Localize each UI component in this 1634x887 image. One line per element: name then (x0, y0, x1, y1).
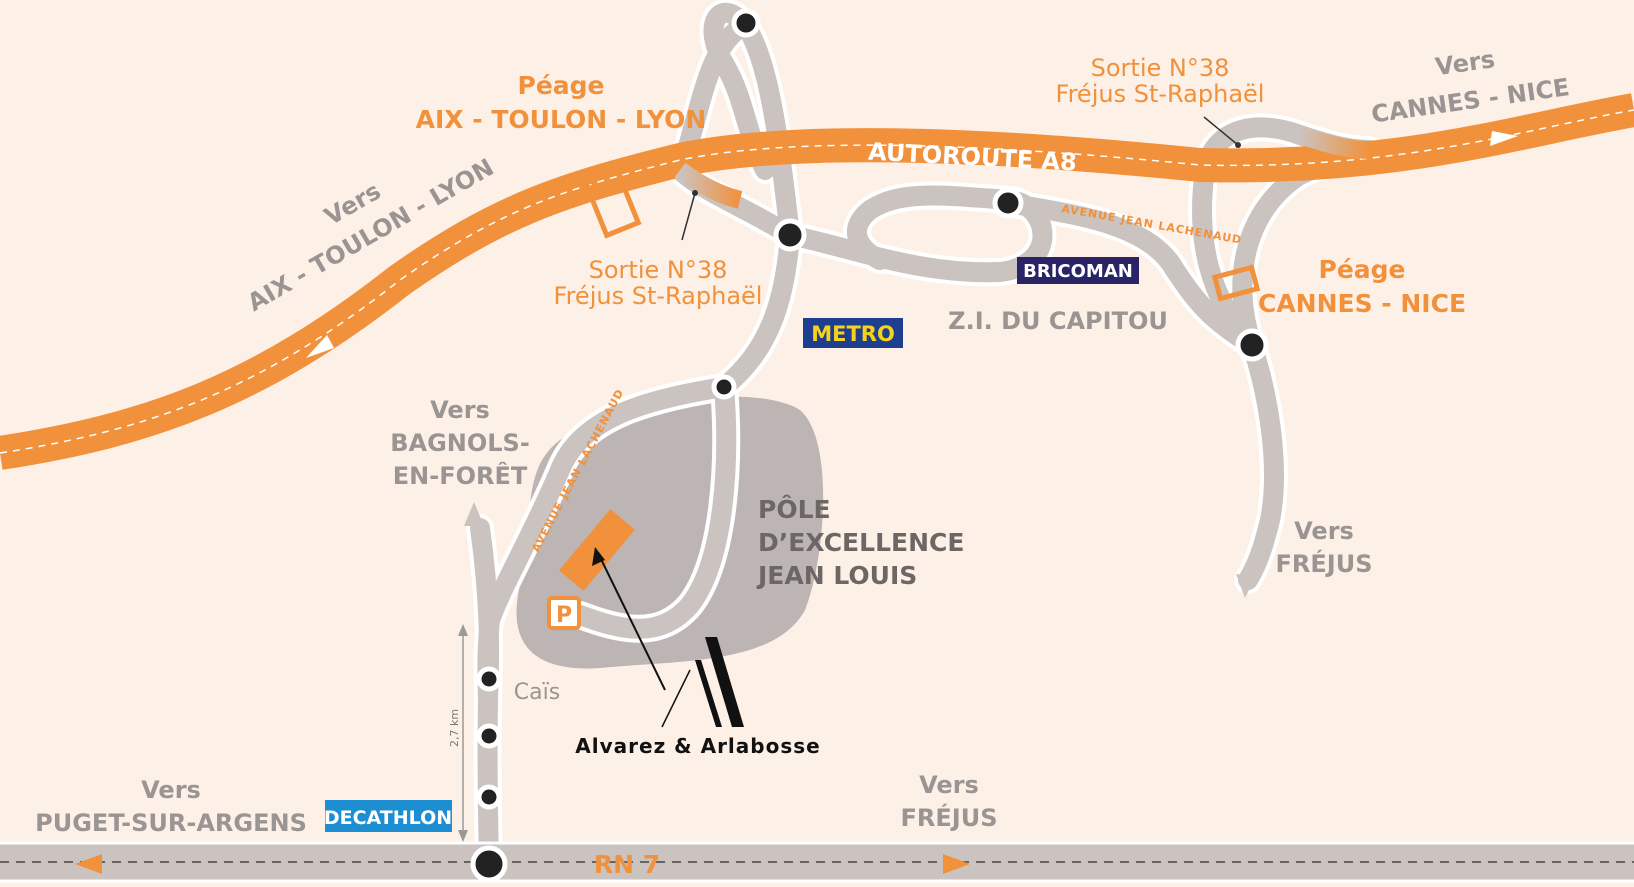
bagnols-arrow (464, 502, 484, 526)
company-pointer (597, 552, 666, 691)
svg-text:Péage: Péage (1319, 255, 1406, 284)
dest-bagnols: Vers BAGNOLS- EN-FORÊT (390, 396, 530, 490)
exit-west-label: Sortie N°38 Fréjus St-Raphaël (554, 256, 763, 310)
pole-label: PÔLE D’EXCELLENCE JEAN LOUIS (756, 494, 964, 590)
svg-text:FRÉJUS: FRÉJUS (1276, 549, 1373, 578)
junction-zi (992, 187, 1024, 219)
svg-text:Vers: Vers (1294, 517, 1354, 545)
bricoman-logo-text: BRICOMAN (1023, 261, 1133, 282)
rn7-road (0, 841, 1634, 883)
frejus-east-arrow (1236, 574, 1256, 598)
cais-label: Caïs (514, 680, 560, 705)
junction-west-interchange (773, 218, 807, 252)
junction-north (731, 8, 761, 38)
svg-text:CANNES - NICE: CANNES - NICE (1258, 289, 1466, 318)
east-ramp-merge (1297, 126, 1371, 159)
svg-text:PUGET-SUR-ARGENS: PUGET-SUR-ARGENS (35, 809, 307, 837)
company-name: Alvarez & Arlabosse (575, 734, 820, 758)
exit-east-pointer (1203, 116, 1239, 146)
west-ramp-merge (674, 162, 743, 209)
decathlon-logo: DECATHLON (324, 800, 452, 832)
rn7-east-arrow (943, 854, 970, 874)
metro-logo: METRO (803, 318, 903, 348)
a8-west-arrow (306, 335, 334, 358)
svg-text:PÔLE: PÔLE (758, 494, 831, 524)
svg-text:Fréjus St-Raphaël: Fréjus St-Raphaël (554, 282, 763, 310)
svg-text:D’EXCELLENCE: D’EXCELLENCE (758, 528, 964, 557)
zi-label: Z.I. DU CAPITOU (948, 307, 1168, 335)
svg-text:Fréjus St-Raphaël: Fréjus St-Raphaël (1056, 80, 1265, 108)
parking-sign (547, 596, 581, 630)
svg-text:JEAN LOUIS: JEAN LOUIS (756, 561, 917, 590)
svg-text:Vers: Vers (141, 776, 201, 804)
svg-text:BAGNOLS-: BAGNOLS- (390, 429, 530, 457)
decathlon-logo-text: DECATHLON (324, 807, 452, 829)
toll-west-gate (582, 167, 642, 239)
parking-label: P (556, 603, 572, 628)
company-pointer-head (592, 547, 605, 566)
junction-cais-1 (476, 666, 502, 692)
company-logo-mark (661, 637, 744, 728)
pole-excellence-zone (516, 396, 824, 669)
toll-east-gate (1211, 264, 1261, 302)
junction-lachenaud (711, 374, 737, 400)
exit-west-pointer (681, 192, 696, 241)
local-roads (466, 0, 1384, 874)
distance-label: 2,7 km (448, 709, 461, 747)
a8-east-arrow (1490, 131, 1518, 146)
svg-text:Vers: Vers (430, 396, 490, 424)
junction-cais-3 (476, 784, 502, 810)
dest-frejus-east: Vers FRÉJUS (1276, 517, 1373, 578)
rn7-label: RN 7 (594, 850, 660, 879)
svg-text:EN-FORÊT: EN-FORÊT (393, 461, 528, 490)
svg-text:Sortie N°38: Sortie N°38 (589, 256, 728, 284)
junction-cais-2 (476, 723, 502, 749)
svg-text:AIX - TOULON - LYON: AIX - TOULON - LYON (416, 105, 707, 134)
toll-west-label: Péage AIX - TOULON - LYON (416, 71, 707, 134)
svg-text:FRÉJUS: FRÉJUS (901, 803, 998, 832)
a8-motorway (0, 93, 1634, 470)
junction-dots (470, 8, 1269, 883)
exit-east-label: Sortie N°38 Fréjus St-Raphaël (1056, 54, 1265, 108)
dest-frejus-south: Vers FRÉJUS (901, 771, 998, 832)
svg-text:Sortie N°38: Sortie N°38 (1091, 54, 1230, 82)
bricoman-logo: BRICOMAN (1017, 257, 1139, 284)
dest-puget: Vers PUGET-SUR-ARGENS (35, 776, 307, 837)
svg-text:Péage: Péage (518, 71, 605, 100)
rn7-west-arrow (75, 854, 102, 874)
junction-east-interchange (1235, 328, 1269, 362)
toll-east-label: Péage CANNES - NICE (1258, 255, 1466, 318)
metro-logo-text: METRO (811, 322, 895, 346)
junction-rn7 (470, 845, 508, 883)
exit-east-pointer-dot (1235, 142, 1241, 148)
svg-text:Vers: Vers (919, 771, 979, 799)
distance-bracket (458, 624, 468, 842)
exit-west-pointer-dot (692, 190, 698, 196)
